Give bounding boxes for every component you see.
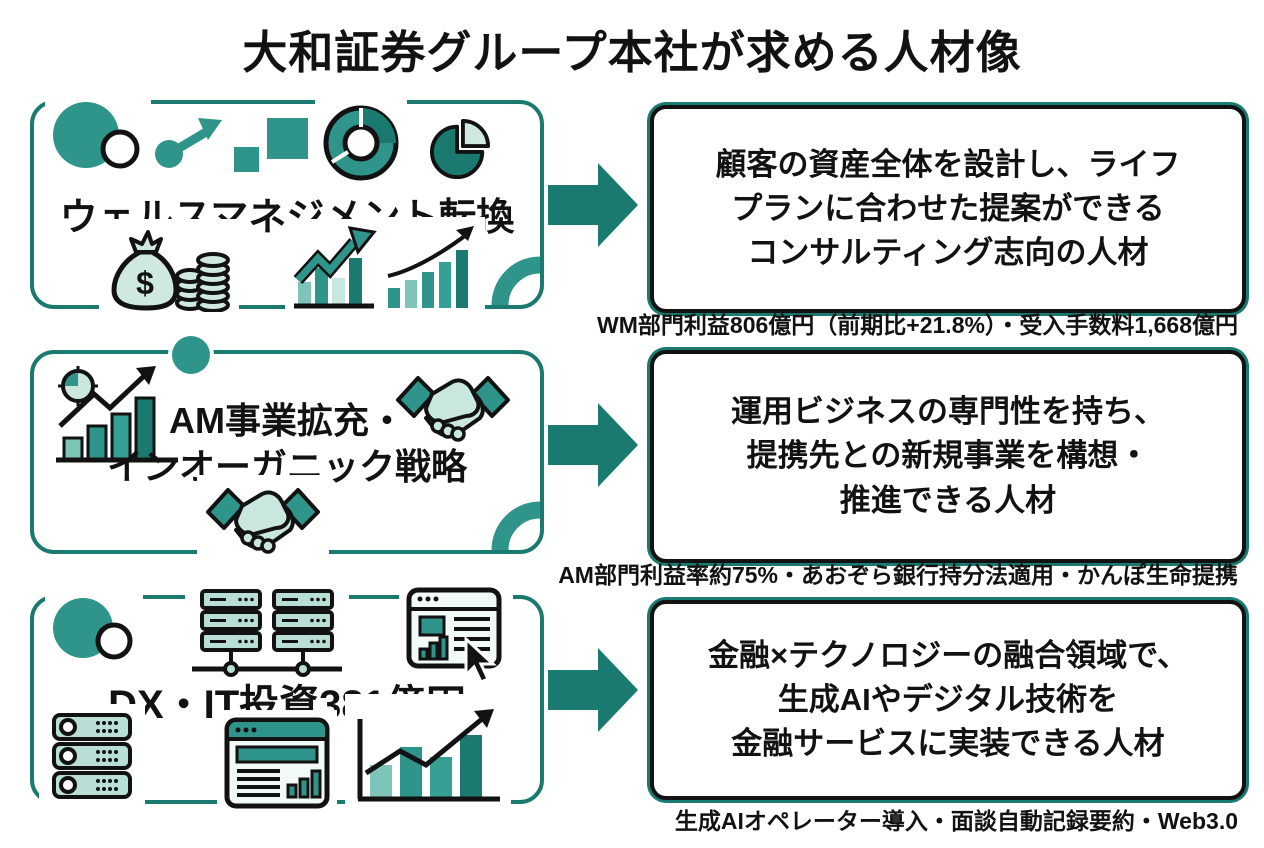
handshake-icon [204,482,322,564]
clock-bar-chart-icon [52,364,187,464]
description-line: 金融サービスに実装できる人材 [731,726,1165,761]
description-line: 運用ビジネスの専門性を持ち、 [731,394,1165,430]
right-arrow-icon [548,163,638,247]
pie-chart-icon [430,119,490,179]
quarter-ring-icon [472,482,540,550]
accent-circle [172,336,210,374]
description-line: 提携先との新規事業を構想・ [746,438,1150,474]
topic-box-wealth-management: ウェルスマネジメント転換 $ [30,100,544,312]
description-line: 生成AIやデジタル技術を [777,681,1119,717]
talent-box-dx-it: 金融×テクノロジーの融合領域で、 生成AIやデジタル技術を 金融サービスに実装で… [650,600,1246,800]
svg-text:$: $ [136,265,154,301]
description-line: 推進できる人材 [839,482,1057,518]
stat-caption-am: AM部門利益率約75%・あおぞら銀行持分法適用・かんぽ生命提携 [558,562,1238,588]
browser-report-icon [224,717,330,811]
bar-chart-curve-arrow-icon [386,224,478,310]
description-line: 顧客の資産全体を設計し、ライフ [715,146,1181,182]
bar-chart-zigzag-arrow-icon [292,226,388,310]
talent-box-wealth-management: 顧客の資産全体を設計し、ライフ プランに合わせた提案ができる コンサルティング志… [650,105,1246,313]
topic-label-line1: AM事業拡充・ [169,400,405,441]
topic-box-am-expansion: AM事業拡充・ インオーガニック戦略 [30,336,544,564]
overlapping-circles-icon [52,100,144,174]
page-title: 大和証券グループ本社が求める人材像 [242,27,1022,78]
description-line: プランに合わせた提案ができる [731,190,1165,226]
description-line: 金融×テクノロジーの融合領域で、 [707,637,1188,673]
two-squares-icon [234,118,310,174]
description-line: コンサルティング志向の人材 [747,235,1149,270]
donut-chart-icon [322,104,400,182]
browser-cursor-icon [406,587,506,685]
topic-label-line2: インオーガニック戦略 [106,446,467,487]
quarter-ring-icon [472,237,540,305]
talent-box-am-expansion: 運用ビジネスの専門性を持ち、 提携先との新規事業を構想・ 推進できる人材 [650,350,1246,563]
money-bag-coins-icon: $ [106,226,232,312]
right-arrow-icon [548,403,638,487]
right-arrow-icon [548,648,638,732]
growth-dot-arrow-icon [154,116,226,172]
topic-box-dx-it: DX・IT投資381億円 [30,587,544,811]
handshake-icon [394,370,512,452]
stat-caption-wm: WM部門利益806億円（前期比+21.8%）・受入手数料1,668億円 [597,312,1238,338]
stat-caption-dx: 生成AIオペレーター導入・面談自動記録要約・Web3.0 [674,808,1238,834]
server-cluster-icon [192,589,342,679]
topic-label: AM事業拡充・ インオーガニック戦略 [34,398,540,490]
overlapping-circles-icon [52,596,136,664]
server-rack-icon [46,711,138,805]
bar-chart-trend-icon [352,701,504,803]
